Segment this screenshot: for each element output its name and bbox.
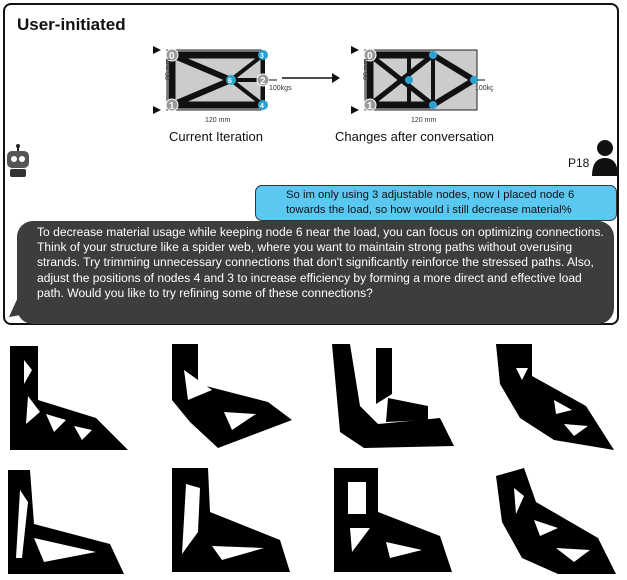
height-dimension: 80 mm: [165, 58, 172, 80]
design-thumbnail-8: [496, 468, 616, 574]
width-dimension: 120 mm: [205, 117, 230, 124]
node-markers: [165, 48, 270, 112]
changes-caption: Changes after conversation: [335, 129, 494, 144]
width-dimension: 120 mm: [411, 117, 436, 124]
robot-icon: [7, 144, 29, 177]
user-icon: [592, 140, 618, 176]
load-label: 100kgs: [269, 85, 292, 92]
node-label-0: 0: [367, 51, 373, 62]
truss-members: [366, 51, 477, 109]
design-domain: [364, 49, 478, 111]
design-thumbnail-6: [172, 468, 290, 572]
design-thumbnail-5: [8, 470, 124, 574]
current-iteration-caption: Current Iteration: [169, 129, 263, 144]
left-support-top: [153, 46, 161, 54]
node-label-2: 2: [260, 76, 266, 87]
load-label: 100kgs: [475, 85, 493, 92]
design-thumbnail-4: [496, 344, 614, 450]
ai-message-bubble: To decrease material usage while keeping…: [17, 221, 614, 324]
right-support-top: [351, 46, 359, 54]
user-message-bubble: So im only using 3 adjustable nodes, now…: [255, 185, 617, 221]
design-thumbnail-7: [334, 468, 452, 572]
participant-id: P18: [568, 156, 590, 170]
design-thumbnail-3: [332, 344, 454, 448]
transition-arrow: [282, 73, 340, 83]
current-iteration-figure: 0 1 2 3 4 6 100kgs 120 mm 80 mm: [153, 46, 292, 124]
node-label-0: 0: [169, 51, 175, 62]
node-markers: [363, 48, 478, 112]
left-support-bottom: [153, 106, 161, 114]
panel-title: User-initiated: [17, 15, 126, 34]
changes-after-conversation-figure: 0 1 100kgs 120 mm 80 mm: [351, 46, 493, 124]
user-initiated-panel: User-initiated 0 1 2 3 4 6: [3, 3, 619, 325]
height-dimension: 80 mm: [363, 58, 370, 80]
node-label-1: 1: [169, 101, 175, 112]
design-thumbnail-1: [10, 346, 128, 450]
node-label-3: 3: [260, 53, 264, 60]
node-label-1: 1: [367, 101, 373, 112]
node-label-6: 6: [228, 78, 232, 85]
node-label-4: 4: [260, 103, 264, 110]
right-support-bottom: [351, 106, 359, 114]
design-thumbnail-2: [172, 344, 292, 448]
